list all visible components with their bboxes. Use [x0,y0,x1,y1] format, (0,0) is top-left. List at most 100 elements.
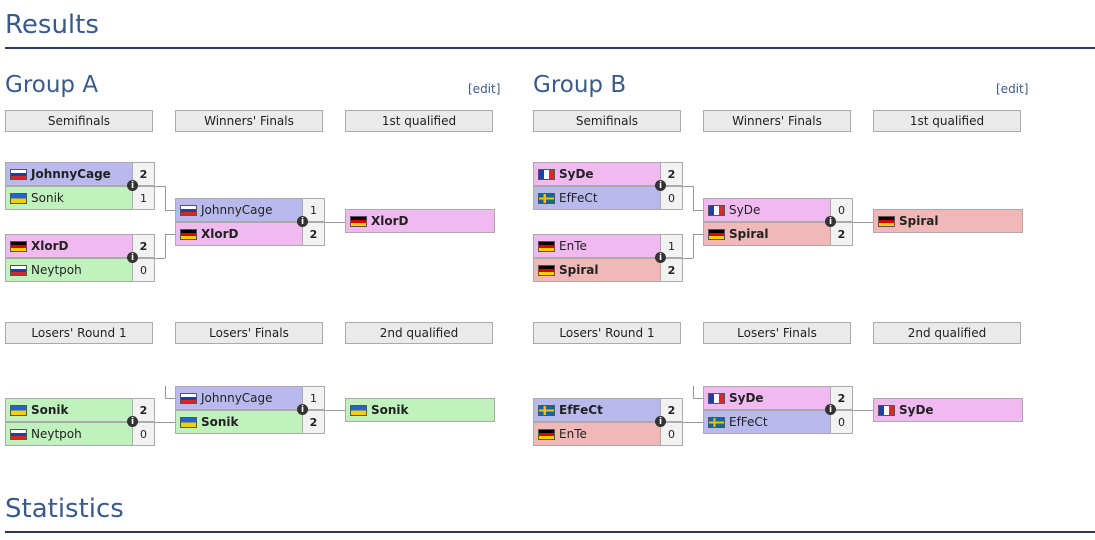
column-header-2nd-qualified: 2nd qualified [873,322,1021,344]
player-cell[interactable]: EnTe [534,235,661,257]
results-rule [5,47,1095,49]
flag-de-icon [350,215,367,227]
player-cell[interactable]: SyDe [704,199,831,221]
info-icon[interactable]: i [655,180,666,191]
player-row[interactable]: Neytpoh 0 [5,258,155,282]
player-score: 0 [830,411,852,433]
player-cell[interactable]: SyDe [534,163,661,185]
info-icon[interactable]: i [655,252,666,263]
player-cell[interactable]: JohnnyCage [176,199,303,221]
column-header-1st-qualified: 1st qualified [873,110,1021,132]
player-cell[interactable]: XlorD [176,223,303,245]
info-icon[interactable]: i [825,404,836,415]
column-header-losers-round-1: Losers' Round 1 [5,322,153,344]
info-icon[interactable]: i [825,216,836,227]
player-cell[interactable]: Sonik [6,399,133,421]
player-cell[interactable]: EfFeCt [704,411,831,433]
info-icon[interactable]: i [297,216,308,227]
info-icon[interactable]: i [127,180,138,191]
player-name: EnTe [559,427,587,441]
player-score: 2 [660,259,682,281]
info-icon[interactable]: i [127,252,138,263]
player-row[interactable]: EnTe 0 [533,422,683,446]
bracket-connector [165,234,166,258]
player-cell[interactable]: Sonik [176,411,303,433]
column-header-losers-finals: Losers' Finals [703,322,851,344]
player-name: Neytpoh [31,263,82,277]
player-cell[interactable]: SyDe [704,387,831,409]
bracket-connector [693,186,694,210]
group-title: Group A [5,72,99,98]
info-icon[interactable]: i [127,416,138,427]
qualified-player[interactable]: SyDe [873,398,1023,422]
bracket-connector [853,222,873,223]
flag-de-icon [708,228,725,240]
flag-de-icon [180,228,197,240]
column-header-winners-finals: Winners' Finals [703,110,851,132]
player-name: Neytpoh [31,427,82,441]
statistics-rule [5,531,1095,533]
player-cell[interactable]: JohnnyCage [6,163,133,185]
player-name: Sonik [31,191,64,205]
info-icon[interactable]: i [655,416,666,427]
flag-ru-icon [180,392,197,404]
qualified-name: Spiral [899,214,939,228]
column-header-winners-finals: Winners' Finals [175,110,323,132]
flag-ru-icon [10,264,27,276]
player-score: 1 [302,387,324,409]
bracket-connector [165,398,175,399]
flag-se-icon [708,416,725,428]
player-cell[interactable]: Spiral [704,223,831,245]
info-icon[interactable]: i [297,404,308,415]
player-cell[interactable]: EnTe [534,423,661,445]
player-cell[interactable]: Neytpoh [6,259,133,281]
player-cell[interactable]: EfFeCt [534,399,661,421]
player-cell[interactable]: Sonik [6,187,133,209]
group-title: Group B [533,72,627,98]
qualified-player[interactable]: Sonik [345,398,495,422]
player-cell[interactable]: Spiral [534,259,661,281]
player-score: 2 [660,399,682,421]
player-score: 0 [660,423,682,445]
player-score: 1 [660,235,682,257]
player-name: Spiral [729,227,769,241]
player-row[interactable]: Sonik 1 [5,186,155,210]
player-cell[interactable]: XlorD [6,235,133,257]
qualified-player[interactable]: Spiral [873,209,1023,233]
bracket-connector [693,234,694,258]
player-cell[interactable]: Neytpoh [6,423,133,445]
bracket-connector [693,210,703,211]
qualified-player[interactable]: XlorD [345,209,495,233]
bracket-connector [325,222,345,223]
player-cell[interactable]: JohnnyCage [176,387,303,409]
player-score: 0 [132,259,154,281]
bracket-connector [683,186,693,187]
player-cell[interactable]: EfFeCt [534,187,661,209]
flag-se-icon [538,404,555,416]
qualified-name: SyDe [899,403,934,417]
edit-link[interactable]: [edit] [468,82,501,96]
player-score: 1 [132,187,154,209]
results-heading: Results [5,10,99,40]
edit-link[interactable]: [edit] [996,82,1029,96]
player-score: 1 [302,199,324,221]
player-score: 0 [660,187,682,209]
bracket-connector [693,398,703,399]
